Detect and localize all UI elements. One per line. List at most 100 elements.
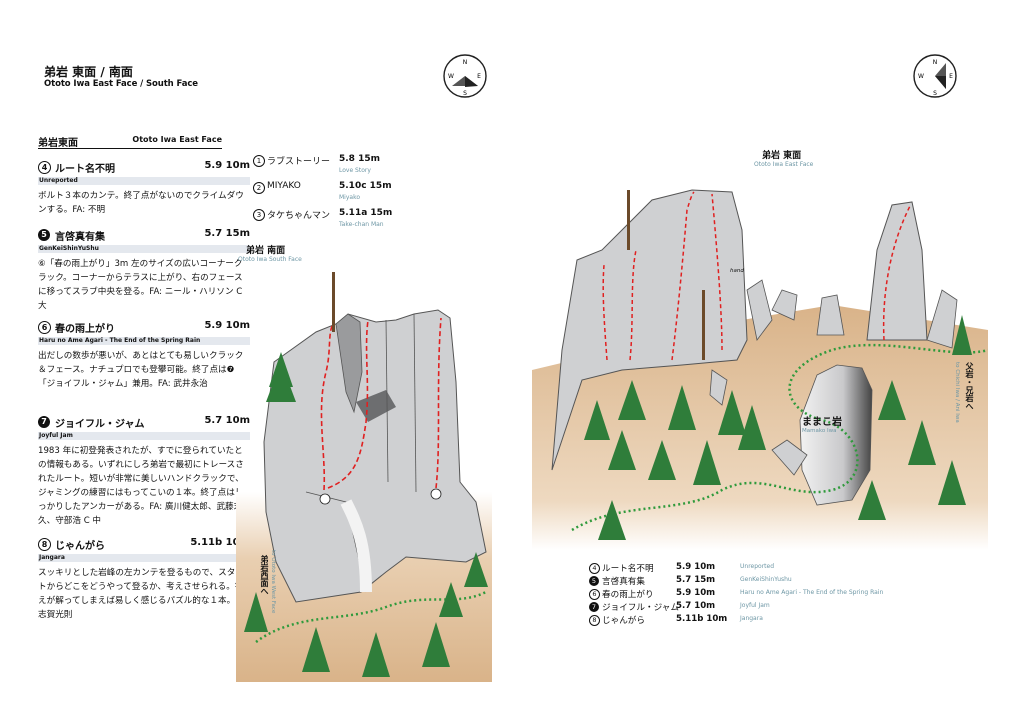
trail bbox=[571, 343, 988, 532]
route-description: ボルト３本のカンテ。終了点がないのでクライムダウンする。FA: 不明 bbox=[38, 191, 244, 215]
legend-name-en: Jangara bbox=[740, 615, 763, 622]
compass-e-label: E bbox=[477, 73, 481, 80]
route-grade: 5.7 15m bbox=[204, 228, 250, 239]
legend-name-en: Take-chan Man bbox=[339, 221, 384, 228]
route-number: 4 bbox=[38, 161, 51, 174]
route-name: 言啓真有集 bbox=[55, 232, 105, 243]
route-line-4 bbox=[602, 264, 608, 361]
legend-number: 7 bbox=[589, 602, 599, 612]
legend-item: 8 じゃんがら 5.11b 10m Jangara bbox=[589, 614, 909, 627]
legend-number: 6 bbox=[589, 589, 600, 600]
route-description: 1983 年に初登発表されたが、すでに登られていたとの情報もある。いずれにしろ弟… bbox=[38, 446, 244, 526]
south-face-legend: 1 ラブストーリー 5.8 15m Love Story 2 MIYAKO 5.… bbox=[253, 154, 413, 235]
gully bbox=[340, 499, 372, 593]
compass-n-label: N bbox=[463, 59, 468, 66]
legend-item: 5 言啓真有集 5.7 15m GenKeiShinYushu bbox=[589, 575, 909, 588]
legend-name: 春の雨上がり bbox=[602, 590, 654, 600]
legend-item: 3 タケちゃんマン 5.11a 15m Take-chan Man bbox=[253, 208, 413, 235]
rock-shadow bbox=[335, 313, 363, 414]
small-rock bbox=[926, 289, 958, 349]
boulder bbox=[771, 439, 808, 476]
east-face-title: 弟岩 東面 bbox=[762, 151, 802, 161]
small-rock bbox=[746, 279, 773, 341]
trail bbox=[255, 590, 487, 644]
section-header: 弟岩東面 Ototo Iwa East Face bbox=[38, 134, 222, 149]
tree-trunk bbox=[702, 290, 705, 360]
boulder bbox=[709, 369, 728, 406]
route-name: ジョイフル・ジャム bbox=[55, 419, 145, 430]
tree-trunk bbox=[627, 190, 630, 250]
compass-s-label: S bbox=[933, 90, 937, 97]
legend-number: 4 bbox=[589, 563, 600, 574]
legend-grade: 5.7 15m bbox=[676, 575, 716, 585]
legend-number: 5 bbox=[589, 576, 599, 586]
route-name-en: GenKeiShinYuShu bbox=[38, 245, 250, 253]
rock-mass bbox=[263, 309, 487, 603]
legend-number: 1 bbox=[253, 155, 265, 167]
section-title-ja: 弟岩東面 bbox=[38, 138, 78, 149]
legend-name: ルート名不明 bbox=[602, 564, 654, 574]
legend-grade: 5.8 15m bbox=[339, 154, 380, 164]
legend-grade: 5.11a 15m bbox=[339, 208, 393, 218]
section-title-en: Ototo Iwa East Face bbox=[132, 135, 222, 144]
route-grade: 5.9 10m bbox=[204, 160, 250, 171]
legend-grade: 5.9 10m bbox=[676, 588, 716, 598]
south-face-subtitle: Ototo Iwa South Face bbox=[238, 256, 302, 263]
route-grade: 5.11b 10m bbox=[190, 537, 250, 548]
route-grade: 5.7 10m bbox=[204, 415, 250, 426]
legend-item: 2 MIYAKO 5.10c 15m Miyako bbox=[253, 181, 413, 208]
route-line-8 bbox=[882, 205, 911, 341]
legend-grade: 5.11b 10m bbox=[676, 614, 728, 624]
chichi-iwa-label-en: to Chichi Iwa / Ani Iwa bbox=[954, 362, 960, 423]
route-grade: 5.9 10m bbox=[204, 320, 250, 331]
route-description: 出だしの数歩が悪いが、あとはとても易しいクラック＆フェース。ナチュプロでも登攀可… bbox=[38, 351, 244, 389]
route-name: 春の雨上がり bbox=[55, 324, 115, 335]
east-face-subtitle: Ototo Iwa East Face bbox=[754, 161, 814, 168]
south-face-title: 弟岩 南面 bbox=[246, 246, 286, 256]
mamako-rock bbox=[799, 364, 873, 506]
legend-grade: 5.10c 15m bbox=[339, 181, 392, 191]
legend-name-en: Miyako bbox=[339, 194, 361, 201]
legend-number: 8 bbox=[589, 615, 600, 626]
page-title: 弟岩 東面 / 南面 bbox=[44, 65, 133, 79]
legend-name: MIYAKO bbox=[267, 181, 301, 191]
tree-trunk bbox=[332, 272, 335, 332]
route-entry: 7 ジョイフル・ジャム 5.7 10m Joyful Jam 1983 年に初登… bbox=[38, 415, 250, 528]
small-rock bbox=[771, 289, 798, 321]
small-rock bbox=[816, 294, 845, 336]
legend-item: 4 ルート名不明 5.9 10m Unreported bbox=[589, 562, 909, 575]
route-description: スッキリとした岩峰の左カンテを登るもので、スタートからどこをどうやって登るか、考… bbox=[38, 568, 249, 620]
legend-name: じゃんがら bbox=[602, 616, 645, 626]
legend-name-en: Joyful Jam bbox=[740, 602, 770, 609]
page-subtitle: Ototo Iwa East Face / South Face bbox=[44, 79, 198, 89]
compass-w-label: W bbox=[448, 73, 454, 80]
route-marker-3 bbox=[430, 488, 442, 500]
route-name-en: Unreported bbox=[38, 177, 250, 185]
mamako-label-en: Mamako Iwa bbox=[802, 428, 837, 434]
legend-name-en: GenKeiShinYushu bbox=[740, 576, 792, 583]
south-face-topo bbox=[236, 272, 492, 682]
legend-grade: 5.7 10m bbox=[676, 601, 716, 611]
legend-name: タケちゃんマン bbox=[267, 211, 331, 221]
tree-icon bbox=[584, 315, 972, 540]
route-name: じゃんがら bbox=[55, 541, 105, 552]
crack bbox=[385, 319, 389, 483]
mamako-label: ままこ岩 bbox=[802, 417, 842, 428]
west-face-label-en: to Ototo Iwa West Face bbox=[270, 550, 276, 614]
legend-grade: 5.9 10m bbox=[676, 562, 716, 572]
main-rock bbox=[551, 189, 748, 471]
route-line-3 bbox=[435, 317, 442, 489]
legend-item: 1 ラブストーリー 5.8 15m Love Story bbox=[253, 154, 413, 181]
compass-s-label: S bbox=[463, 90, 467, 97]
route-name-en: Haru no Ame Agari - The End of the Sprin… bbox=[38, 337, 250, 345]
compass-w-label: W bbox=[918, 73, 924, 80]
west-face-label: 弟岩西面へ bbox=[260, 555, 269, 595]
east-face-topo bbox=[532, 189, 988, 550]
route-line-1 bbox=[320, 325, 333, 491]
legend-name: ジョイフル・ジャム bbox=[602, 603, 679, 613]
crack bbox=[413, 313, 417, 493]
route-description: ⑥「春の雨上がり」3m 左のサイズの広いコーナークラック。コーナーからテラスに上… bbox=[38, 259, 243, 311]
tree-icon bbox=[244, 352, 488, 677]
route-number: 6 bbox=[38, 321, 51, 334]
route-marker-1 bbox=[319, 493, 331, 505]
